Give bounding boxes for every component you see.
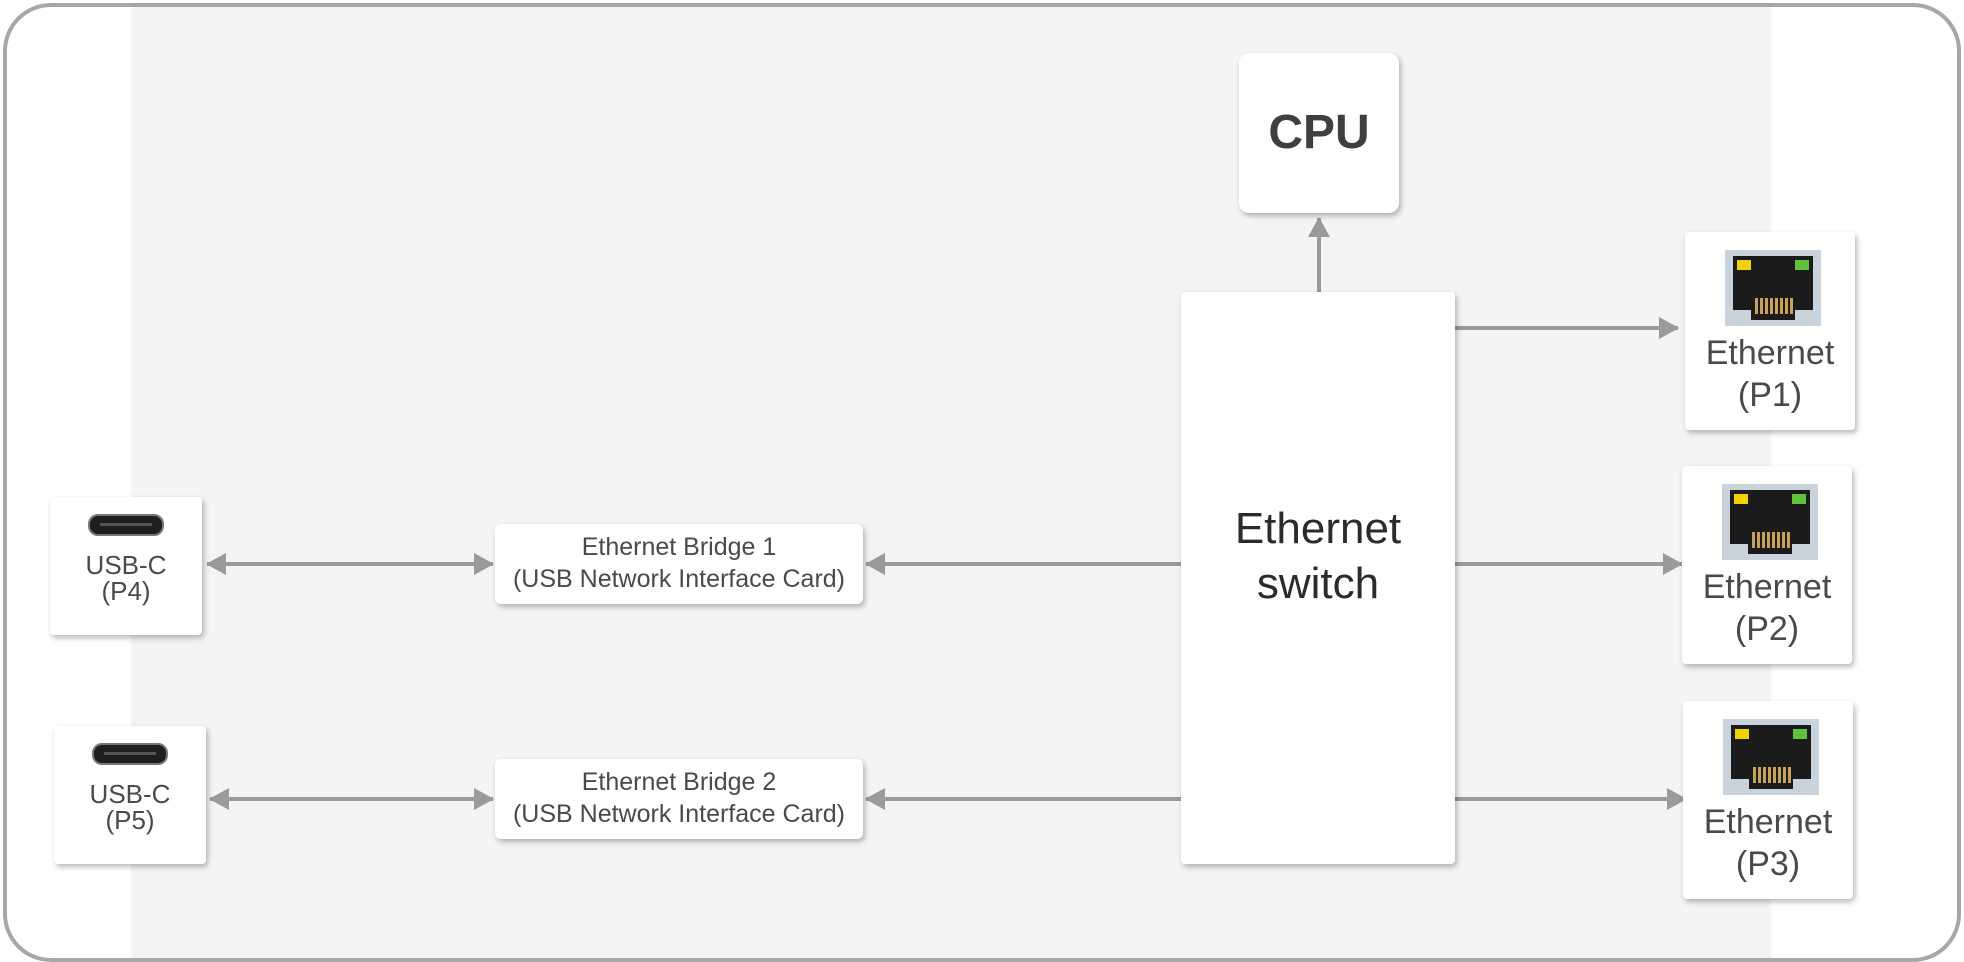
rj45-jack-icon: [1722, 484, 1818, 560]
cpu-box: CPU: [1239, 53, 1399, 213]
ethernet-p3-label: Ethernet: [1703, 803, 1833, 841]
usb-p4-port: (P4): [101, 576, 151, 606]
ethernet-port-p2: Ethernet (P2): [1682, 466, 1852, 664]
switch-label-line1: Ethernet: [1234, 504, 1402, 553]
ethernet-port-p1: Ethernet (P1): [1685, 232, 1855, 430]
usb-p4-label: USB-C: [85, 550, 167, 580]
ethernet-p2-label: Ethernet: [1702, 568, 1832, 606]
ethernet-p1-label: Ethernet: [1705, 334, 1835, 372]
ethernet-p1-port: (P1): [1737, 376, 1803, 414]
usb-c-port-p4: USB-C (P4): [50, 497, 202, 635]
switch-label-line2: switch: [1256, 559, 1380, 608]
usb-c-connector-icon: [92, 743, 168, 765]
bridge-2-title: Ethernet Bridge 2: [581, 768, 777, 796]
bridge-1-subtitle: (USB Network Interface Card): [512, 565, 846, 593]
usb-c-port-p5: USB-C (P5): [54, 726, 206, 864]
usb-p5-port: (P5): [105, 805, 155, 835]
ethernet-switch-box: Ethernet switch: [1181, 292, 1455, 864]
rj45-jack-icon: [1723, 719, 1819, 795]
ethernet-p3-port: (P3): [1735, 845, 1801, 883]
usb-p5-label: USB-C: [89, 779, 171, 809]
ethernet-p2-port: (P2): [1734, 610, 1800, 648]
bridge-2-subtitle: (USB Network Interface Card): [512, 800, 846, 828]
cpu-label: CPU: [1268, 106, 1370, 159]
ethernet-bridge-1: Ethernet Bridge 1 (USB Network Interface…: [495, 524, 863, 604]
usb-c-connector-icon: [88, 514, 164, 536]
ethernet-bridge-2: Ethernet Bridge 2 (USB Network Interface…: [495, 759, 863, 839]
rj45-jack-icon: [1725, 250, 1821, 326]
bridge-1-title: Ethernet Bridge 1: [581, 533, 777, 561]
ethernet-port-p3: Ethernet (P3): [1683, 701, 1853, 899]
